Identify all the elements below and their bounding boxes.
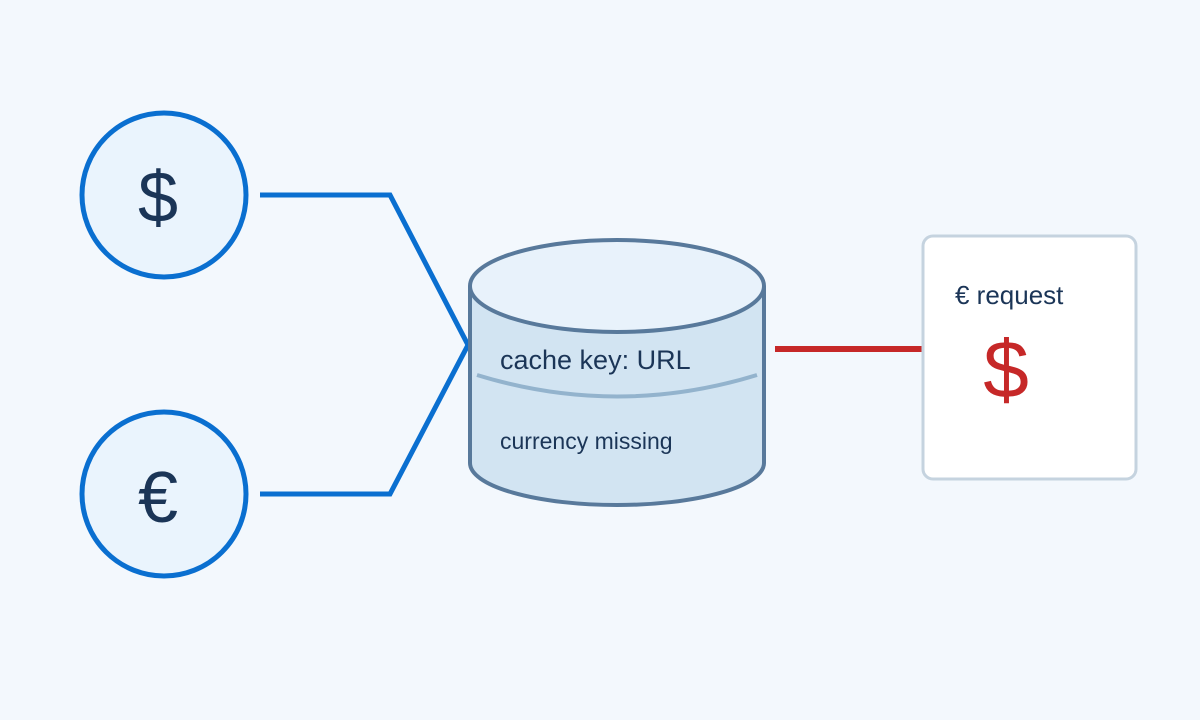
request-label: € request bbox=[955, 280, 1064, 310]
cache-key-label: cache key: URL bbox=[500, 345, 691, 375]
dollar-node-circle bbox=[79, 110, 249, 280]
dollar-input-node: $ bbox=[79, 110, 249, 280]
returned-dollar-icon: $ bbox=[983, 325, 1029, 416]
cache-note-label: currency missing bbox=[500, 428, 673, 454]
cache-store: cache key: URL currency missing bbox=[468, 238, 766, 507]
response-card: € request $ bbox=[921, 234, 1138, 481]
dollar-connector-line bbox=[260, 192, 471, 347]
euro-node-circle bbox=[79, 409, 249, 579]
response-card-box bbox=[921, 234, 1138, 481]
euro-connector-line bbox=[260, 343, 471, 497]
database-cylinder-top bbox=[468, 238, 766, 334]
dollar-icon: $ bbox=[138, 158, 178, 238]
euro-icon: € bbox=[138, 458, 178, 538]
cache-divider-line bbox=[476, 373, 758, 399]
euro-input-node: € bbox=[79, 409, 249, 579]
